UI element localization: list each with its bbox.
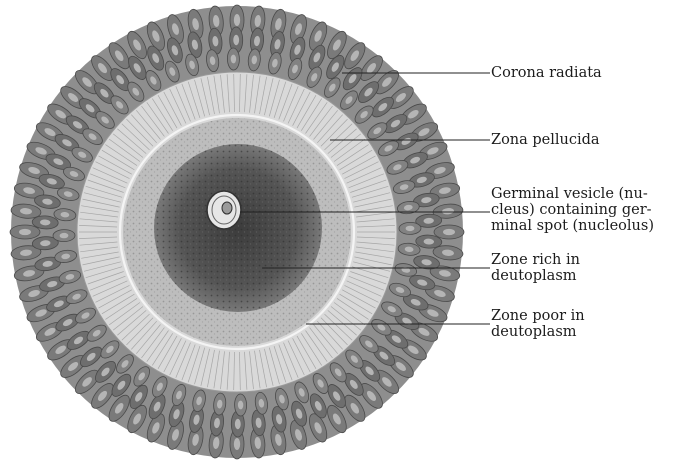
corona-cell-nucleus xyxy=(234,14,240,26)
label-zone-poor: Zone poor in deutoplasm xyxy=(491,308,585,340)
corona-cell-nucleus xyxy=(235,419,241,429)
corona-cell-nucleus xyxy=(233,35,239,45)
germinal-spot xyxy=(222,202,232,214)
label-corona-radiata: Corona radiata xyxy=(491,65,602,81)
label-zone-poor-line-2: deutoplasm xyxy=(491,324,585,340)
label-zona-pellucida: Zona pellucida xyxy=(491,132,600,148)
label-zone-poor-line-1: Zone poor in xyxy=(491,308,585,324)
label-zona-pellucida-text: Zona pellucida xyxy=(491,132,600,148)
label-corona-radiata-text: Corona radiata xyxy=(491,65,602,81)
label-zone-rich: Zone rich in deutoplasm xyxy=(491,252,580,284)
label-zone-rich-line-1: Zone rich in xyxy=(491,252,580,268)
label-germinal-vesicle-line-3: minal spot (nucleolus) xyxy=(491,218,654,234)
corona-cell-nucleus xyxy=(19,229,31,235)
label-germinal-vesicle-line-1: Germinal vesicle (nu- xyxy=(491,186,654,202)
label-germinal-vesicle: Germinal vesicle (nu- cleus) containing … xyxy=(491,186,654,234)
corona-cell-nucleus xyxy=(443,229,455,235)
corona-cell-nucleus xyxy=(234,438,240,450)
label-zone-rich-line-2: deutoplasm xyxy=(491,268,580,284)
label-germinal-vesicle-line-2: cleus) containing ger- xyxy=(491,202,654,218)
